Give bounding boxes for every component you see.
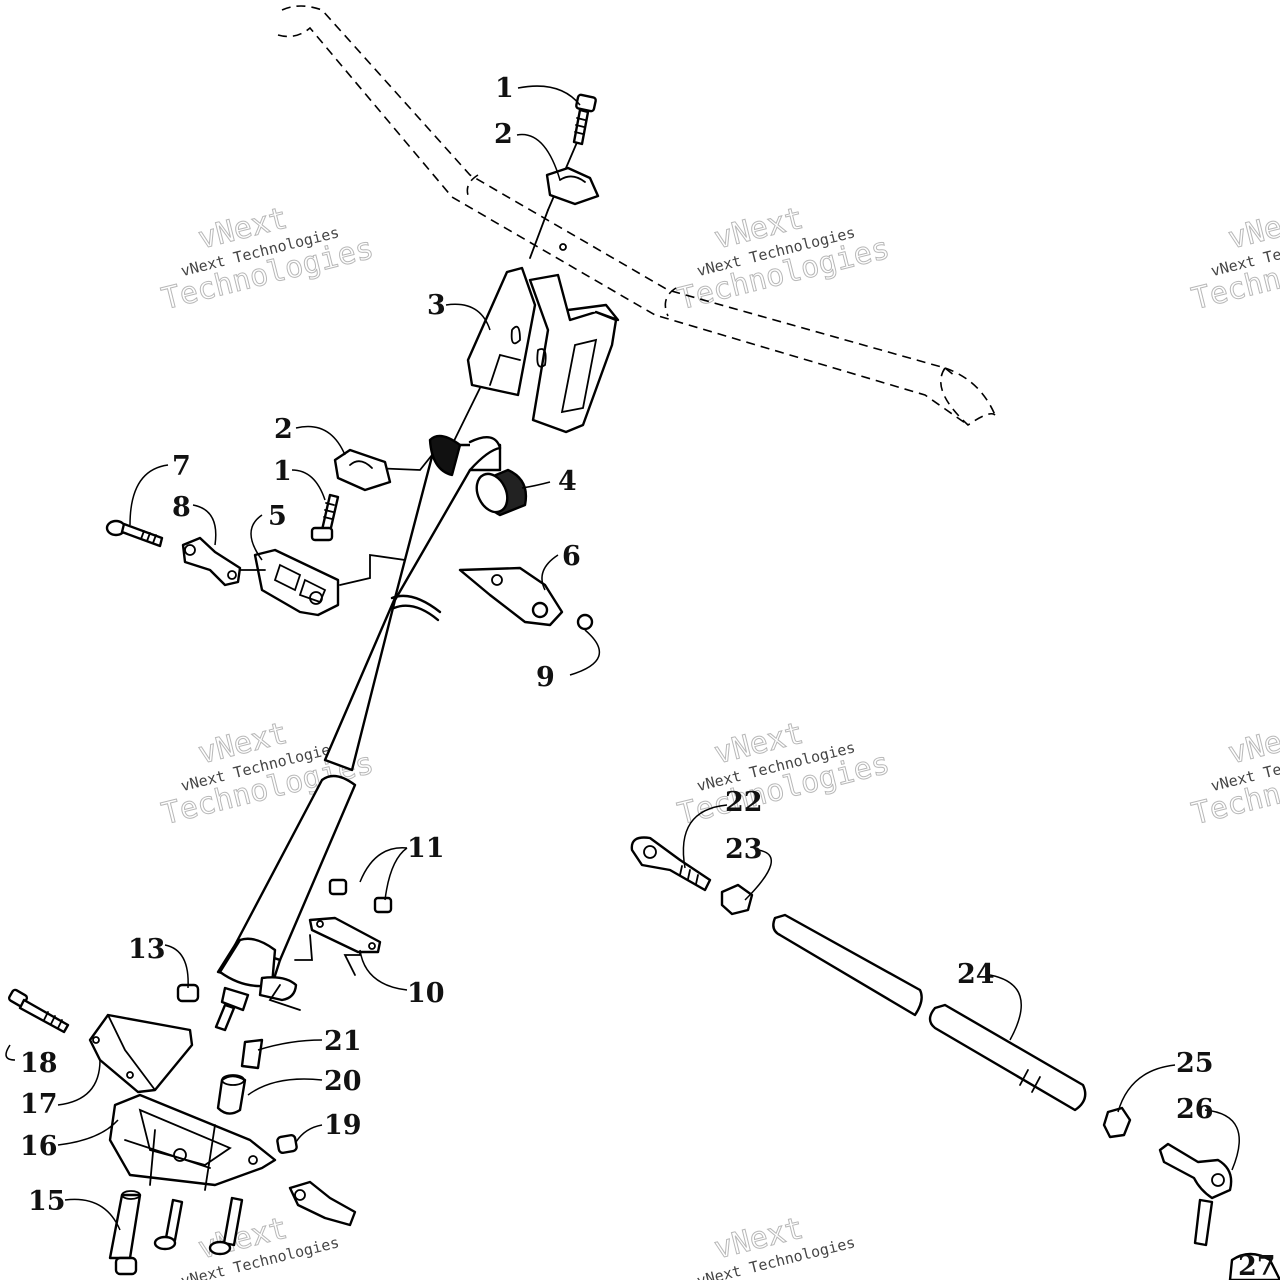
clamp-cap-part-2-lower: [333, 448, 392, 492]
tie-rod-part-24: [772, 913, 1087, 1112]
callout-24: 24: [957, 959, 995, 990]
callout-22: 22: [725, 787, 763, 818]
watermark: vNext vNext Technologies Technologies: [674, 200, 894, 317]
callout-7: 7: [172, 451, 191, 482]
callout-2-top: 2: [494, 119, 513, 150]
nut-part-19: [276, 1133, 298, 1155]
callout-2-lower: 2: [274, 414, 293, 445]
callout-10: 10: [407, 978, 445, 1009]
callout-13: 13: [128, 934, 166, 965]
nut-part-9: [576, 613, 594, 631]
callout-1-lower: 1: [273, 456, 292, 487]
bracket-part-8: [181, 536, 242, 587]
callout-27: 27: [1238, 1251, 1276, 1280]
clamp-cap-part-2-top: [545, 166, 600, 206]
leader-lines: [5, 85, 1240, 1231]
steering-post-upper: [323, 434, 502, 772]
bolt-part-7: [105, 519, 164, 548]
spacer-part-15: [108, 1190, 142, 1260]
lower-nut: [114, 1256, 138, 1276]
rod-end-part-27: [1228, 1252, 1280, 1280]
lower-bolt-right: [208, 1196, 244, 1256]
jam-nut-part-25: [1102, 1106, 1132, 1139]
watermark: vNext vNext Technologies Technologies: [674, 715, 894, 832]
watermark: vNext vNext Technologies Technologies: [1188, 200, 1280, 317]
callout-17: 17: [20, 1089, 58, 1120]
callout-21: 21: [324, 1026, 362, 1057]
callout-20: 20: [324, 1066, 362, 1097]
steering-post-lower: [214, 774, 361, 1032]
callout-26: 26: [1176, 1094, 1214, 1125]
callout-18: 18: [20, 1048, 58, 1079]
lower-tie-rod-end: [288, 1180, 357, 1227]
handlebar-block-part-3: [466, 266, 620, 434]
bolt-part-18: [7, 988, 70, 1034]
callout-11: 11: [407, 833, 445, 864]
rod-end-part-22: [630, 836, 712, 892]
bolt-part-1-lower: [310, 493, 340, 542]
rod-end-part-26: [1158, 1142, 1233, 1247]
base-mount-part-16: [108, 1093, 277, 1191]
bolt-part-1-top: [572, 93, 597, 146]
watermark: vNext vNext Technologies Technologies: [158, 200, 378, 317]
callout-4: 4: [558, 466, 577, 497]
callout-16: 16: [20, 1131, 58, 1162]
callout-5: 5: [268, 501, 287, 532]
bushing-part-4: [475, 468, 528, 517]
jam-nut-part-23: [720, 883, 754, 916]
watermark: vNext vNext Technologies: [695, 1210, 857, 1280]
callout-6: 6: [562, 541, 581, 572]
callout-19: 19: [324, 1110, 362, 1141]
callout-3: 3: [427, 290, 446, 321]
callout-9: 9: [536, 662, 555, 693]
sleeve-part-21: [240, 1038, 264, 1070]
callout-8: 8: [172, 492, 191, 523]
bracket-part-17: [88, 1013, 194, 1094]
bushing-part-11-right: [373, 896, 393, 914]
callout-15: 15: [28, 1186, 66, 1217]
watermark: vNext vNext Technologies Technologies: [1188, 715, 1280, 832]
plate-part-10: [308, 916, 382, 954]
handlebar-outline: [277, 5, 996, 427]
bushing-part-11-left: [328, 878, 348, 896]
callout-1-top: 1: [495, 73, 514, 104]
bushing-part-20: [216, 1074, 247, 1115]
callout-25: 25: [1176, 1048, 1214, 1079]
callout-labels: 1 2 3 2 1 4 7 8 5 6 9 11 10 13 18 17 16 …: [20, 73, 1276, 1280]
lower-bolt-left: [153, 1198, 184, 1251]
lower-clamp-part-5: [239, 548, 340, 617]
callout-23: 23: [725, 834, 763, 865]
bearing-block-part-6: [458, 566, 564, 627]
